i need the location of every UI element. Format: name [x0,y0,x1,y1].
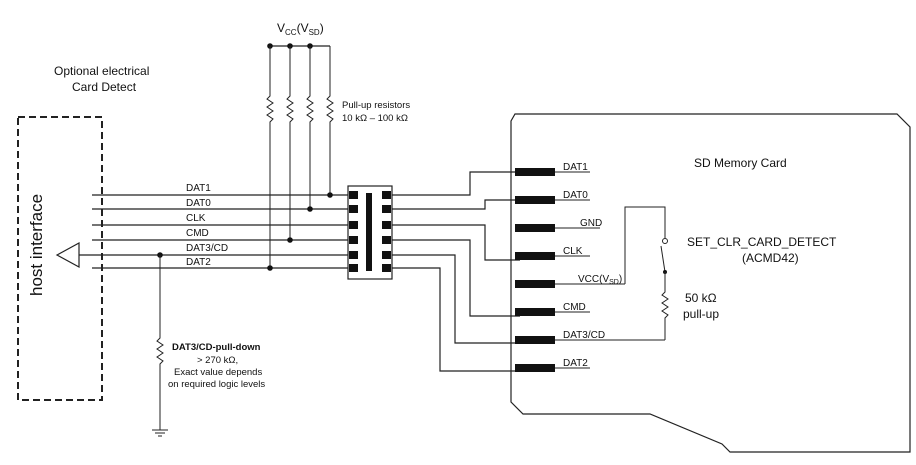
bus-lines [79,194,348,269]
card-detect-note-line1: Optional electrical [54,64,149,78]
card-pad-cmd [515,308,555,316]
bus-label-dat3: DAT3/CD [186,243,228,254]
connector-block [347,185,393,280]
pullup-note-line2: 10 kΩ – 100 kΩ [342,113,408,124]
card-pullup-resistor [661,272,669,340]
bus-junction [287,237,293,243]
bus-label-dat0: DAT0 [186,198,211,209]
card-pin-cmd: CMD [563,302,586,313]
card-pullup-label: pull-up [683,307,719,321]
switch-label-line1: SET_CLR_CARD_DETECT [687,235,837,249]
bus-junction [327,192,333,198]
bus-junction [267,265,273,271]
card-pin-dat1: DAT1 [563,162,588,173]
bus-label-dat2: DAT2 [186,257,211,268]
card-pad-dat1 [515,168,555,176]
pulldown-note-line3: on required logic levels [168,379,265,390]
card-pullup-value: 50 kΩ [685,291,717,305]
bus-label-cmd: CMD [186,228,209,239]
pulldown-note-title: DAT3/CD-pull-down [172,342,261,353]
card-pad-dat0 [515,196,555,204]
bus-label-dat1: DAT1 [186,183,211,194]
pullup-resistor-dat3 [286,46,294,240]
switch-lead-top [624,206,666,284]
route-cmd [392,239,520,317]
card-title: SD Memory Card [694,156,787,170]
route-dat3 [392,254,520,344]
card-pads [515,168,555,372]
switch-label-line2: (ACMD42) [742,251,799,265]
card-pin-clk: CLK [563,246,583,257]
pullup-resistor-dat0 [306,46,314,209]
pulldown-resistor [156,255,164,430]
switch-arm-icon [660,245,666,273]
sd-card-outline [510,113,911,453]
card-detect-note-line2: Card Detect [72,80,137,94]
pulldown-note-line1: > 270 kΩ, [197,355,238,366]
bus-junction [307,206,313,212]
buffer-triangle-icon [55,241,80,269]
host-interface-label: host interface [27,194,46,296]
route-dat1 [392,171,520,196]
card-pin-gnd: GND [580,218,602,229]
card-pad-gnd [515,224,555,232]
switch-contact-icon [662,238,668,244]
bus-label-clk: CLK [186,213,206,224]
card-pin-dat2: DAT2 [563,358,588,369]
pullup-resistor-dat2 [266,46,274,268]
host-interface-box [17,116,103,401]
pulldown-note-line2: Exact value depends [174,367,262,378]
card-pad-clk [515,252,555,260]
route-clk [392,224,520,261]
pullup-resistor-dat1 [326,46,334,195]
card-pad-dat2 [515,364,555,372]
card-pin-vcc: VCC(VSD) [578,274,622,286]
route-dat0 [392,199,520,210]
vcc-label: VCC(VSD) [277,21,324,37]
card-pad-vcc [515,280,555,288]
ground-icon [152,429,168,437]
route-dat2 [392,267,520,372]
card-pad-dat3 [515,336,555,344]
pullup-note-line1: Pull-up resistors [342,100,410,111]
card-pin-dat3: DAT3/CD [563,330,605,341]
card-pin-dat0: DAT0 [563,190,588,201]
card-routing [392,171,520,372]
pullup-resistor-group [266,46,334,268]
